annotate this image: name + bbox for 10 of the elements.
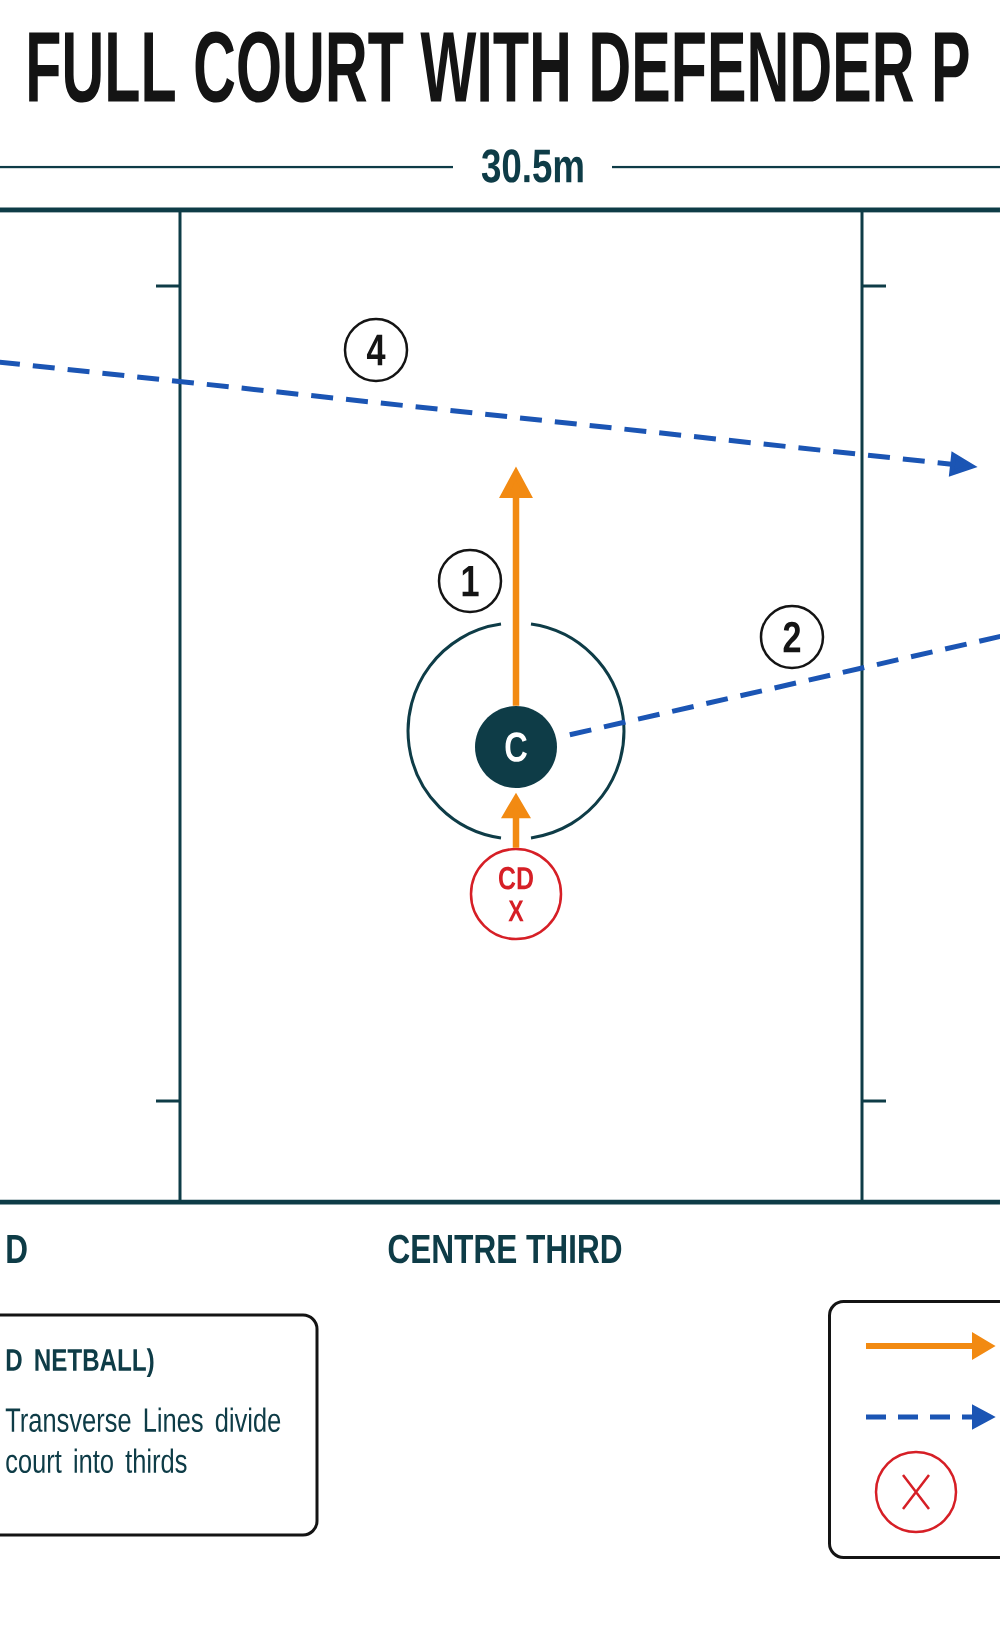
dashed-line [569, 633, 1000, 738]
callout-number: 4 [343, 317, 409, 383]
dimension-label: 30.5m [481, 149, 583, 183]
zone-label: D [7, 1235, 27, 1263]
zone-label: CENTRE THIRD [388, 1234, 622, 1264]
title: FULL COURT WITH DEFENDER P [29, 31, 969, 103]
callout-number: 1 [437, 548, 503, 614]
legend-box [828, 1300, 1000, 1559]
callout-number: 2 [759, 604, 825, 670]
note-box: D NETBALL) Transverse Lines divide court into thirds [0, 1313, 319, 1537]
